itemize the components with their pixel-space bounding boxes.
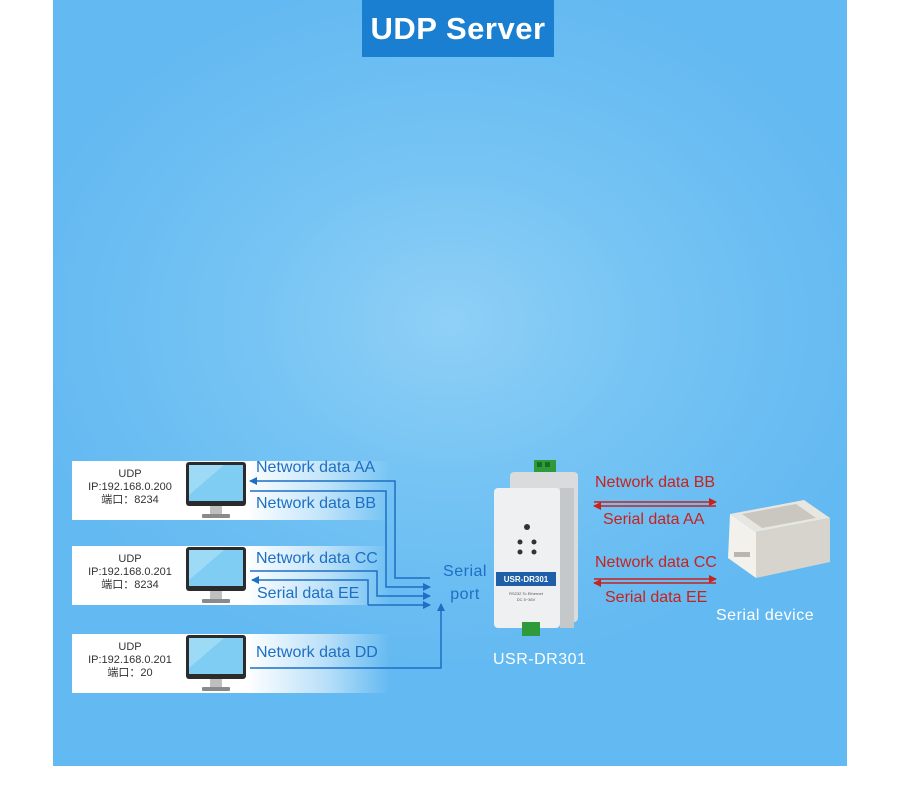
arrow-network-data-cc [250, 570, 431, 600]
label-serial-data-ee: Serial data EE [257, 585, 360, 602]
client-protocol: UDP [118, 641, 142, 653]
client-protocol: UDP [118, 553, 142, 565]
client-port: 端口：20 [107, 667, 153, 679]
device-label: USR-DR301 [493, 651, 587, 668]
page-title: UDP Server [362, 0, 554, 57]
client-info: UDP IP:192.168.0.201 端口：8234 [72, 553, 188, 592]
label-network-data-dd: Network data DD [256, 644, 378, 661]
device-power: DC 5~36V [517, 597, 536, 602]
arrow-network-data-aa [249, 477, 430, 579]
client-ip: IP:192.168.0.201 [88, 654, 172, 666]
serial-port-line1: Serial [443, 563, 487, 580]
arrow-network-data-bb [250, 490, 431, 591]
printer-icon [728, 500, 830, 578]
arrow-serial-data-ee [251, 576, 369, 605]
label-network-data-cc: Network data CC [256, 550, 378, 567]
client-port: 端口：8234 [101, 579, 159, 591]
serial-port-line2: port [450, 586, 480, 603]
device-badge: RS232 To Ethernet [509, 591, 544, 596]
device-logo: USR-DR301 [504, 575, 549, 584]
client-info: UDP IP:192.168.0.201 端口：20 [72, 641, 188, 680]
label-right-serial-data-aa: Serial data AA [603, 511, 705, 528]
monitor-icon [186, 462, 246, 518]
client-ip: IP:192.168.0.201 [88, 566, 172, 578]
label-right-serial-data-ee: Serial data EE [605, 589, 708, 606]
usr-dr301-device: USR-DR301 RS232 To Ethernet DC 5~36V [494, 460, 578, 636]
serial-port-label: Serial port [437, 560, 493, 606]
label-right-network-data-cc: Network data CC [595, 554, 717, 571]
client-protocol: UDP [118, 468, 142, 480]
label-network-data-bb: Network data BB [256, 495, 377, 512]
client-ip: IP:192.168.0.200 [88, 481, 172, 493]
monitor-icon [186, 547, 246, 603]
label-right-network-data-bb: Network data BB [595, 474, 716, 491]
serial-device-label: Serial device [716, 607, 815, 624]
client-port: 端口：8234 [101, 494, 159, 506]
client-info: UDP IP:192.168.0.200 端口：8234 [72, 468, 188, 507]
monitor-icon [186, 635, 246, 691]
label-network-data-aa: Network data AA [256, 459, 376, 476]
arrow-network-data-dd [250, 603, 445, 669]
